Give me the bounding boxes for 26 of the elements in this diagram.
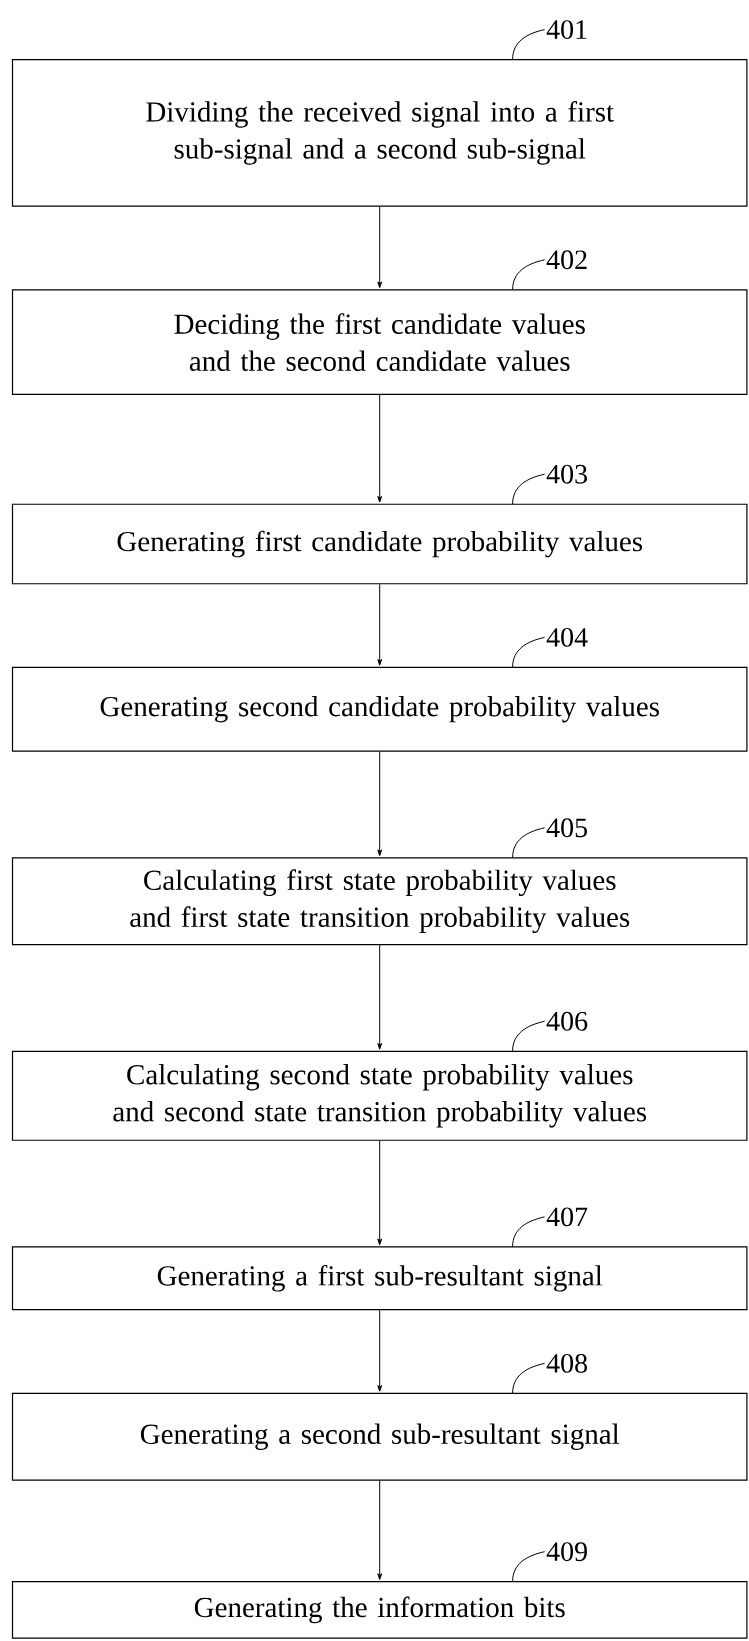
- reference-numeral: 401: [512, 20, 587, 61]
- arrow: [377, 1309, 383, 1392]
- reference-numeral: 406: [512, 1011, 588, 1052]
- process-box: Generating the information bits: [11, 1581, 748, 1639]
- reference-numeral: 408: [512, 1353, 588, 1394]
- reference-numeral: 402: [512, 250, 587, 291]
- process-box: Generating a second sub-resultant signal: [11, 1392, 748, 1481]
- process-box: Deciding the first candidate values and the second candidate values: [11, 289, 748, 395]
- process-box: Calculating second state probability values and second state transition probability values: [11, 1050, 748, 1141]
- reference-numeral: 405: [512, 818, 587, 859]
- arrow: [377, 583, 383, 666]
- process-box: Generating a first sub-resultant signal: [11, 1246, 748, 1311]
- arrow: [377, 944, 383, 1050]
- arrow: [377, 751, 383, 857]
- arrow: [377, 1140, 383, 1246]
- reference-numeral: 407: [512, 1207, 588, 1248]
- process-box: Generating second candidate probability values: [11, 666, 748, 752]
- process-box: Dividing the received signal into a first sub-signal and a second sub-signal: [11, 59, 748, 207]
- arrow: [377, 206, 383, 289]
- process-box: Generating first candidate probability values: [11, 503, 748, 585]
- arrow: [377, 1480, 383, 1580]
- process-box: Calculating first state probability values and first state transition probability values: [11, 857, 748, 946]
- arrow: [377, 394, 383, 503]
- reference-numeral: 403: [512, 464, 587, 505]
- reference-numeral: 404: [512, 627, 588, 668]
- reference-numeral: 409: [512, 1542, 587, 1583]
